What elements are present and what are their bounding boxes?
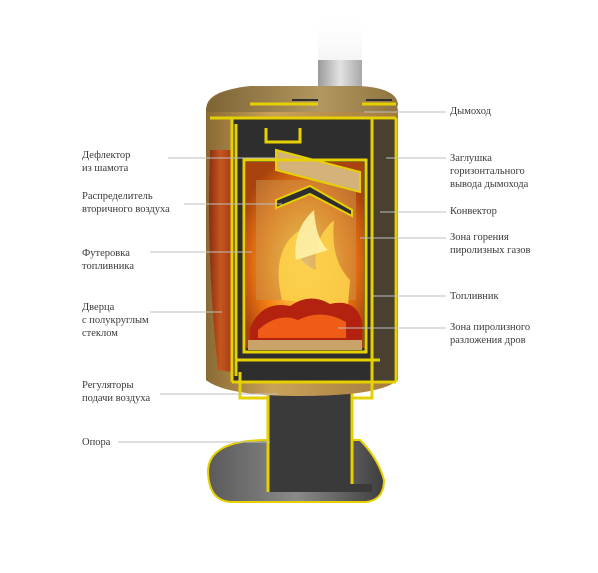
label-line: Зона пиролизного [450,322,531,333]
label-secondary-air: Распределитель вторичного воздуха [82,190,170,216]
label-line: Футеровка [82,248,130,259]
label-lining: Футеровка топливника [82,247,134,273]
label-line: топливника [82,261,134,272]
label-line: Конвектор [450,206,497,217]
support-leg-frame [266,386,354,492]
label-line: Зона горения [450,232,509,243]
convector-channel [372,120,394,380]
label-door: Дверца с полукруглым стеклом [82,301,149,340]
label-line: вторичного воздуха [82,204,170,215]
label-line: Распределитель [82,191,153,202]
label-line: Дверца [82,302,115,313]
label-pyrolysis-zone: Зона пиролизного разложения дров [450,321,530,347]
label-air-regulators: Регуляторы подачи воздуха [82,379,150,405]
label-line: Регуляторы [82,380,134,391]
label-plug: Заглушка горизонтального вывода дымохода [450,152,528,191]
label-line: из шамота [82,163,129,174]
label-line: Заглушка [450,153,492,164]
label-firebox: Топливник [450,290,499,303]
leader-lines [118,111,446,443]
label-line: разложения дров [450,335,526,346]
label-line: пиролизных газов [450,245,531,256]
label-support: Опора [82,436,110,449]
flame-2 [295,210,328,260]
firebox-floor [248,340,362,350]
label-combustion-zone: Зона горения пиролизных газов [450,231,530,257]
secondary-air-distributor [275,184,353,218]
label-line: подачи воздуха [82,393,151,404]
label-line: Дымоход [450,106,491,117]
label-convector: Конвектор [450,205,497,218]
label-chimney: Дымоход [450,105,491,118]
label-line: с полукруглым [82,315,149,326]
label-line: вывода дымохода [450,179,529,190]
support-leg [268,386,372,492]
section-frame [210,102,398,400]
label-line: Опора [82,437,111,448]
label-line: горизонтального [450,166,525,177]
label-line: стеклом [82,328,118,339]
embers-glow [258,314,346,338]
label-deflector: Дефлектор из шамота [82,149,130,175]
door-glass-panel [209,150,232,372]
label-line: Топливник [450,291,499,302]
label-line: Дефлектор [82,150,131,161]
